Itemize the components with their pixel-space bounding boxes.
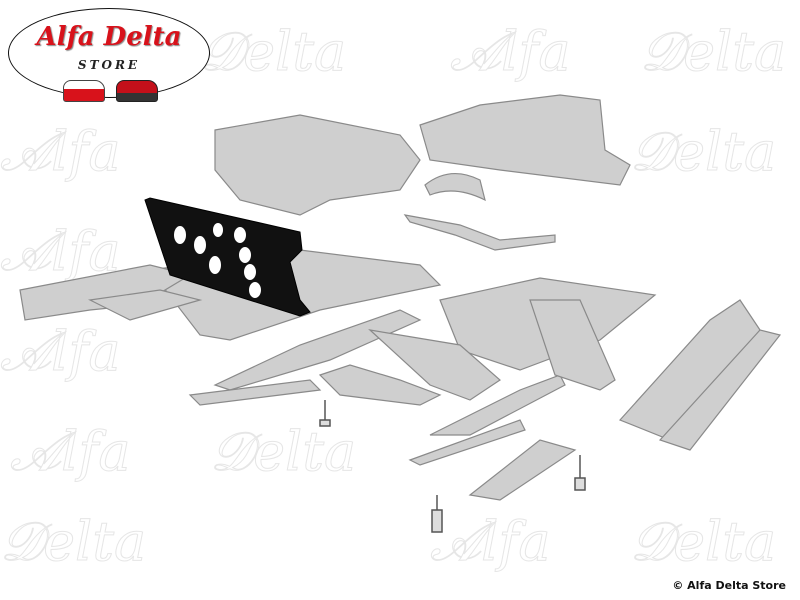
bulkhead-part[interactable]: [529, 299, 616, 391]
bolts: [319, 400, 586, 533]
floor-channel-part[interactable]: [368, 329, 501, 401]
outer-sill-right-part[interactable]: [618, 299, 761, 441]
logo-title: Alfa Delta: [36, 22, 182, 52]
logo-oval: [8, 8, 210, 98]
arch-part[interactable]: [424, 173, 486, 202]
logo-subtitle: STORE: [77, 58, 141, 72]
watermark: 𝒟elta: [209, 420, 357, 484]
copyright-notice: © Alfa Delta Store: [672, 579, 786, 592]
seat-crossmember-part[interactable]: [318, 364, 442, 406]
highlighted-part[interactable]: [144, 197, 311, 317]
watermark: 𝒟elta: [629, 120, 777, 184]
store-logo[interactable]: Alfa Delta STORE: [8, 8, 210, 102]
watermark: 𝒜lfa: [10, 420, 132, 484]
sill-left-part[interactable]: [88, 289, 203, 321]
watermark: 𝒜lfa: [450, 20, 572, 84]
rear-crossmember-part[interactable]: [419, 94, 631, 186]
lower-rail-right-part[interactable]: [408, 419, 526, 466]
watermark: 𝒜lfa: [0, 120, 121, 184]
watermark: 𝒟elta: [0, 510, 147, 574]
jack-point-part[interactable]: [468, 439, 577, 501]
car-icon: [63, 80, 105, 102]
watermark: 𝒟elta: [629, 510, 777, 574]
tunnel-bracket-part[interactable]: [403, 214, 556, 251]
lower-rail-part[interactable]: [188, 379, 322, 406]
watermark: 𝒜lfa: [0, 220, 121, 284]
rear-jack-rail-part[interactable]: [429, 374, 566, 436]
watermark: 𝒜lfa: [430, 510, 552, 574]
rear-tunnel-part[interactable]: [214, 114, 421, 216]
outer-rail-right-part[interactable]: [658, 329, 782, 451]
watermark: 𝒜lfa: [0, 320, 121, 384]
watermark: 𝒟elta: [639, 20, 787, 84]
car-icon: [116, 80, 158, 102]
watermark: 𝒟elta: [199, 20, 347, 84]
